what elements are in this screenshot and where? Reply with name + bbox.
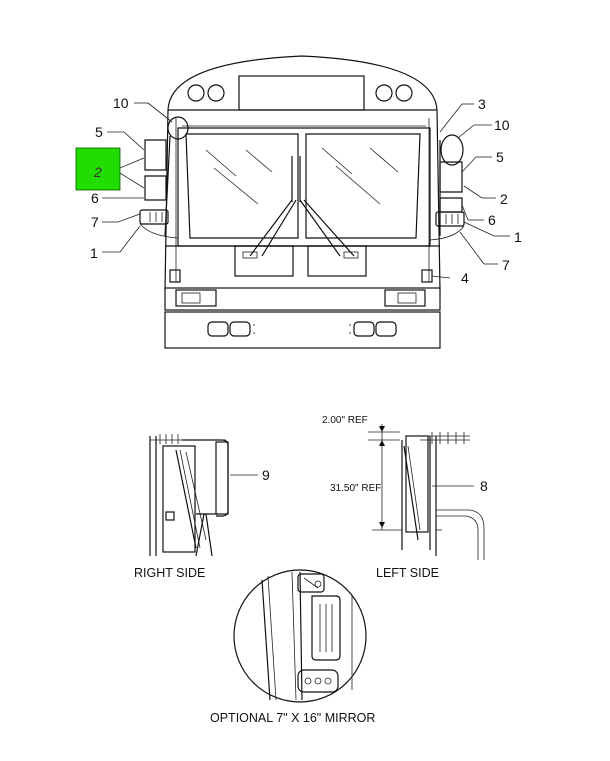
callout-6-right[interactable]: 6 <box>488 212 496 228</box>
dimension-ref-height: 31.50" REF <box>330 483 381 494</box>
callout-10-right[interactable]: 10 <box>494 117 510 133</box>
optional-mirror-detail <box>233 569 367 703</box>
callout-3-right[interactable]: 3 <box>478 96 486 112</box>
caption-right-side: RIGHT SIDE <box>134 566 205 580</box>
callout-7-right[interactable]: 7 <box>502 257 510 273</box>
dimension-ref-top: 2.00" REF <box>322 415 368 426</box>
callout-6-left[interactable]: 6 <box>91 190 99 206</box>
callout-numbers: 10 5 2 6 7 1 3 10 5 2 6 1 7 4 <box>90 95 522 286</box>
callout-8[interactable]: 8 <box>480 478 488 494</box>
callout-9[interactable]: 9 <box>262 467 270 483</box>
caption-left-side: LEFT SIDE <box>376 566 439 580</box>
callout-2-hotspot[interactable] <box>75 147 121 191</box>
callout-2-right[interactable]: 2 <box>500 191 508 207</box>
callout-5-right[interactable]: 5 <box>496 149 504 165</box>
callout-2-left[interactable]: 2 <box>93 164 102 180</box>
bus-front-view <box>102 55 510 349</box>
callout-5-left[interactable]: 5 <box>95 124 103 140</box>
caption-optional-mirror: OPTIONAL 7" X 16" MIRROR <box>210 711 375 725</box>
callout-1-right[interactable]: 1 <box>514 229 522 245</box>
callout-7-left[interactable]: 7 <box>91 214 99 230</box>
right-side-detail <box>149 434 258 557</box>
callout-4-right[interactable]: 4 <box>461 270 469 286</box>
callout-10-left[interactable]: 10 <box>113 95 129 111</box>
callout-1-left[interactable]: 1 <box>90 245 98 261</box>
left-side-detail <box>368 424 485 560</box>
